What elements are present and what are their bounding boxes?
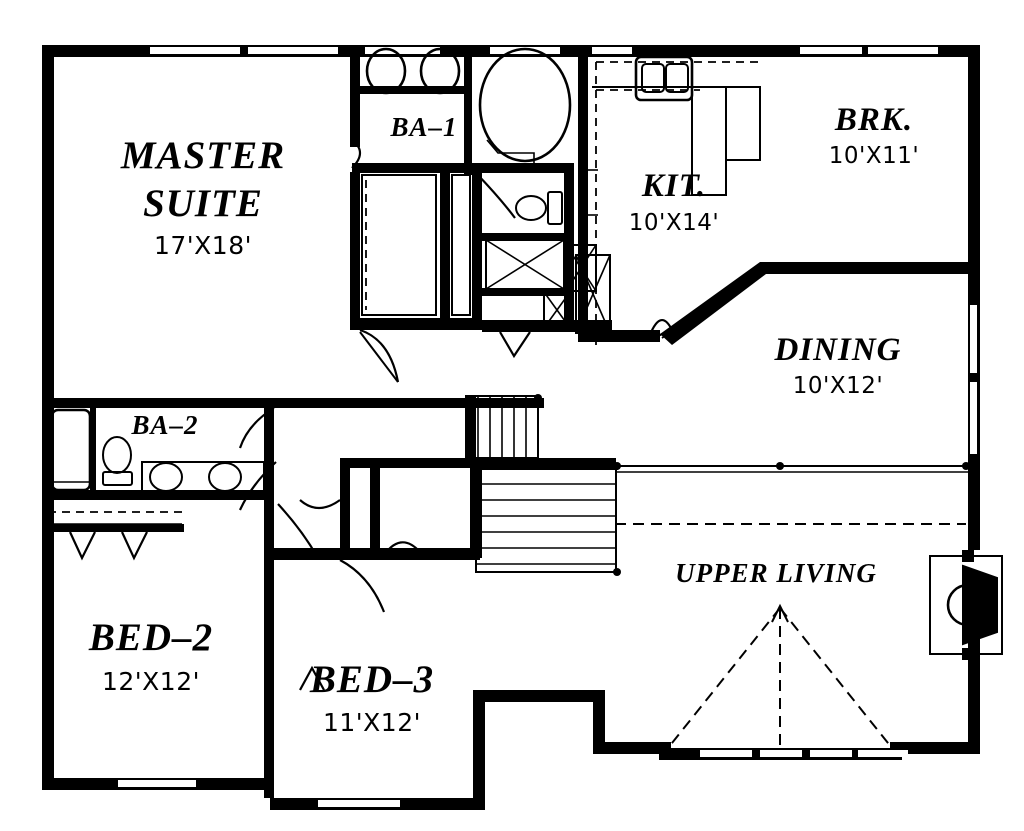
- master-closet-right-icon: [451, 174, 471, 316]
- bed-3-dimension: 11'X12': [323, 708, 421, 737]
- bed-2-dimension: 12'X12': [102, 667, 200, 696]
- bed-2-label: BED–2: [88, 616, 213, 659]
- pantry-closet-icon: [575, 254, 611, 334]
- master-bath-toilet-bowl-icon: [515, 195, 547, 221]
- vaulted-ceiling-indicator: [667, 603, 893, 749]
- upper-living-label: UPPER LIVING: [675, 558, 877, 588]
- master-bath-vanity-sink-right-icon: [419, 47, 461, 95]
- exterior-windows-right: [970, 305, 977, 454]
- master-bath-garden-tub-icon: [478, 47, 572, 163]
- kitchen-double-sink-icon: [634, 55, 694, 102]
- bed2-door-swing: [277, 503, 319, 559]
- master-suite-dimension: 17'X18': [154, 231, 252, 260]
- linen-closet-lower-icon: [543, 291, 571, 329]
- dining-door-swing: [646, 319, 674, 342]
- upper-living-bay-window-icon: [929, 550, 1003, 660]
- bath2-toilet-tank-icon: [102, 471, 133, 486]
- bath2-vanity-counter-icon: [141, 461, 265, 493]
- master-suite-label-line2: SUITE: [143, 182, 263, 225]
- bed2-closet-door-left: [69, 531, 96, 561]
- master-bath-toilet-tank-icon: [547, 191, 563, 225]
- bath2-door-swing: [238, 407, 275, 449]
- master-suite-label-line1: MASTER: [120, 134, 285, 177]
- master-bath-vanity-sink-left-icon: [365, 47, 407, 95]
- breakfast-label: BRK.: [834, 102, 913, 138]
- bath-2-label: BA–2: [130, 410, 198, 440]
- bath2-fixtures: [42, 408, 265, 561]
- breakfast-dimension: 10'X11': [829, 143, 919, 169]
- stair-lower-run-icon: [475, 462, 621, 576]
- master-closet-left-icon: [361, 174, 437, 316]
- bath-1-label: BA–1: [389, 112, 457, 142]
- hall-door-a: [239, 461, 277, 511]
- interior-walls-upper: [350, 45, 660, 342]
- bath2-vanity-sink-left-icon: [149, 462, 183, 492]
- bed-3-label: BED–3: [309, 658, 434, 701]
- doors-upper: [351, 139, 531, 383]
- upper-living-rail: [615, 462, 970, 525]
- stairs: [465, 394, 621, 576]
- kitchen-fixtures: [588, 47, 761, 345]
- exterior-windows-top: [150, 47, 938, 54]
- bed2-closet-door-right: [121, 531, 148, 561]
- dining-angled-wall: [646, 262, 980, 345]
- master-suite-door-swing: [359, 328, 400, 383]
- master-bath-shower-icon: [485, 239, 565, 290]
- master-bath-fixtures: [360, 47, 611, 334]
- room-labels: MASTER SUITE 17'X18' BA–1 KIT. 10'X14' B…: [88, 102, 919, 737]
- bed3-window-head: [299, 665, 325, 691]
- kitchen-label: KIT.: [641, 168, 706, 204]
- bed3-closet-door: [381, 541, 421, 559]
- closet-door-fold: [299, 499, 341, 510]
- bath1-door-swing: [475, 172, 516, 219]
- exterior-windows-bottom: [118, 750, 908, 807]
- bath1-pocket-door: [351, 139, 362, 169]
- hall-door-fold: [499, 331, 531, 359]
- stair-upper-run-icon: [465, 394, 542, 459]
- bath2-vanity-sink-right-icon: [208, 462, 242, 492]
- dining-dimension: 10'X12': [793, 373, 883, 399]
- kitchen-dimension: 10'X14': [629, 210, 719, 236]
- bed3-door-swing: [339, 559, 386, 613]
- dining-label: DINING: [773, 332, 901, 368]
- doors-lower: [238, 407, 421, 691]
